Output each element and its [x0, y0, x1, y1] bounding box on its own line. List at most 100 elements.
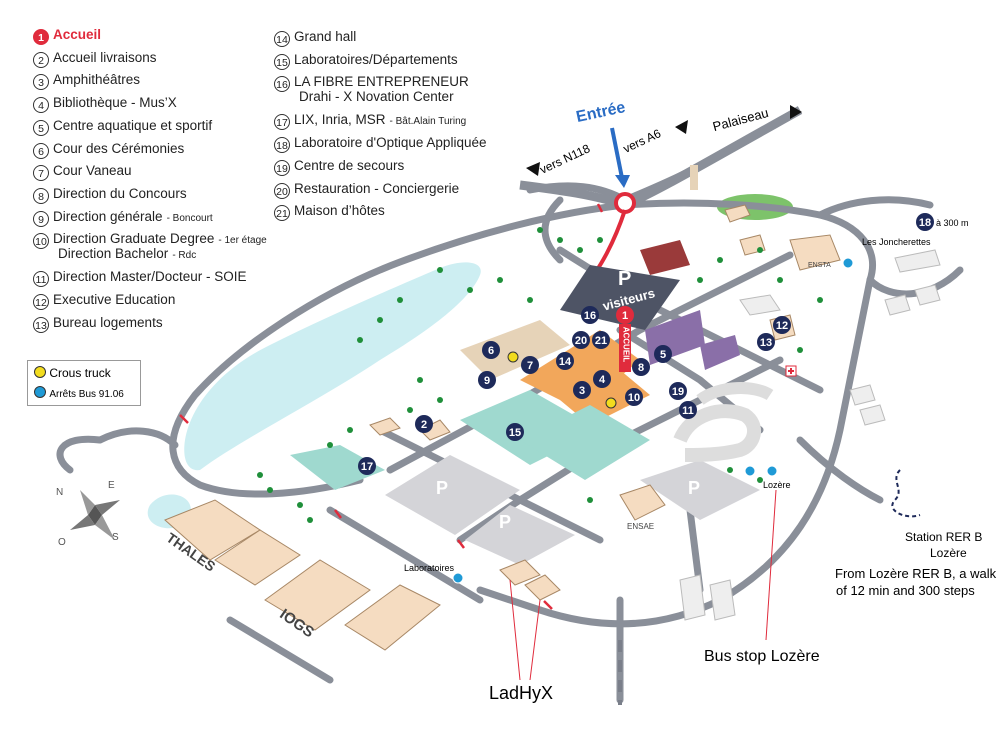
legend-number: 17	[274, 114, 290, 131]
legend-label-line2: Drahi - X Novation Center	[299, 89, 454, 105]
parking-2	[465, 505, 575, 565]
svg-text:1: 1	[622, 310, 628, 322]
map-markers: 2 3 4 5 6 7 8 9 10 11 12 13 14 15 16 17 …	[358, 213, 934, 475]
trees	[257, 227, 823, 523]
legend-sublabel-line2: - Rdc	[172, 250, 197, 262]
grey-buildings	[679, 249, 941, 621]
parking-1	[385, 455, 520, 535]
legend-item: 14 Grand hall	[274, 29, 356, 47]
legend-label: LIX, Inria, MSR	[294, 112, 386, 128]
marker-4: 4	[593, 370, 611, 388]
a-300m-label: à 300 m	[936, 218, 969, 228]
svg-text:7: 7	[527, 360, 533, 372]
stadium	[673, 404, 761, 462]
svg-text:11: 11	[682, 405, 694, 417]
accueil-vertical-label: ACCUEIL	[621, 326, 631, 363]
marker-13: 13	[757, 333, 775, 351]
legend-number: 18	[274, 137, 290, 154]
legend-label: Centre aquatique et sportif	[53, 117, 213, 133]
marker-21: 21	[592, 331, 610, 349]
marker-15: 15	[506, 423, 524, 441]
crous-markers	[507, 351, 617, 409]
compass-o-label: O	[58, 537, 66, 548]
svg-text:10: 10	[628, 392, 640, 404]
legend-sublabel: - Boncourt	[166, 212, 213, 224]
marker-12: 12	[773, 316, 791, 334]
parking-p-2: P	[499, 512, 512, 532]
legend-number: 14	[274, 31, 290, 47]
legend-label: Laboratoires/Départements	[294, 51, 458, 67]
legend-number: 11	[33, 271, 49, 288]
legend-number: 6	[33, 142, 49, 159]
legend-label: Restauration - Conciergerie	[294, 180, 460, 196]
legend-label: Bibliothèque - Mus’X	[53, 95, 177, 111]
from-lozere-label: From Lozère RER B, a walk	[835, 566, 997, 581]
bus-label: Arrêts Bus 91.06	[49, 389, 124, 400]
legend-label: LA FIBRE ENTREPRENEUR	[294, 74, 469, 90]
legend-number: 4	[33, 97, 49, 114]
compass-e-label: E	[108, 480, 115, 491]
marker-11: 11	[679, 401, 697, 419]
legend-label: Direction Graduate Degree	[53, 231, 215, 247]
compass-icon	[70, 490, 120, 540]
marker-16: 16	[581, 306, 599, 324]
marker-19: 19	[669, 382, 687, 400]
svg-text:6: 6	[488, 345, 494, 357]
crous-label: Crous truck	[49, 366, 111, 380]
marker-8: 8	[632, 358, 650, 376]
a6-arrow-icon	[675, 120, 688, 134]
svg-text:14: 14	[559, 356, 572, 368]
legend-number: 13	[33, 316, 49, 333]
legend-label: Direction Master/Docteur - SOIE	[53, 269, 247, 285]
compass-n-label: N	[56, 487, 64, 498]
marker-5: 5	[654, 345, 672, 363]
legend-number: 12	[33, 294, 49, 310]
svg-text:2: 2	[421, 419, 427, 431]
legend-number: 7	[33, 165, 49, 182]
n118-arrow-icon	[526, 162, 540, 176]
svg-text:19: 19	[672, 386, 684, 398]
svg-text:9: 9	[484, 375, 490, 387]
map-key: Crous truck Arrêts Bus 91.06	[27, 360, 141, 406]
legend-label: Grand hall	[294, 29, 357, 44]
crous-icon	[34, 366, 46, 378]
first-aid-icon	[785, 365, 797, 377]
pointer-lines	[509, 489, 777, 681]
bus-stops	[452, 257, 854, 584]
stadium-2	[696, 382, 774, 406]
legend-sublabel: - Bât.Alain Turing	[389, 116, 467, 128]
roundabout	[614, 192, 636, 214]
entree-arrowhead	[615, 175, 630, 188]
legend-number: 2	[33, 51, 49, 68]
marker-17: 17	[358, 457, 376, 475]
station-rer-label-2: Lozère	[930, 546, 967, 560]
marker-3: 3	[573, 381, 591, 399]
parking-3	[640, 460, 760, 520]
joncherettes-label: Les Joncherettes	[862, 237, 931, 247]
laboratoires-stop-label: Laboratoires	[404, 563, 455, 573]
parking-p-label: P	[618, 268, 632, 290]
bus-stop-icon	[34, 386, 46, 398]
legend-number: 1	[33, 29, 49, 45]
marker-6: 6	[482, 341, 500, 359]
marker-18: 18	[916, 213, 934, 231]
legend-label: Cour des Cérémonies	[53, 140, 185, 156]
accueil-tag	[619, 324, 631, 372]
bus-stop-lozere-label: Bus stop Lozère	[704, 648, 820, 665]
legend-number: 21	[274, 205, 290, 222]
main-buildings	[290, 240, 740, 490]
legend-number: 8	[33, 187, 49, 204]
